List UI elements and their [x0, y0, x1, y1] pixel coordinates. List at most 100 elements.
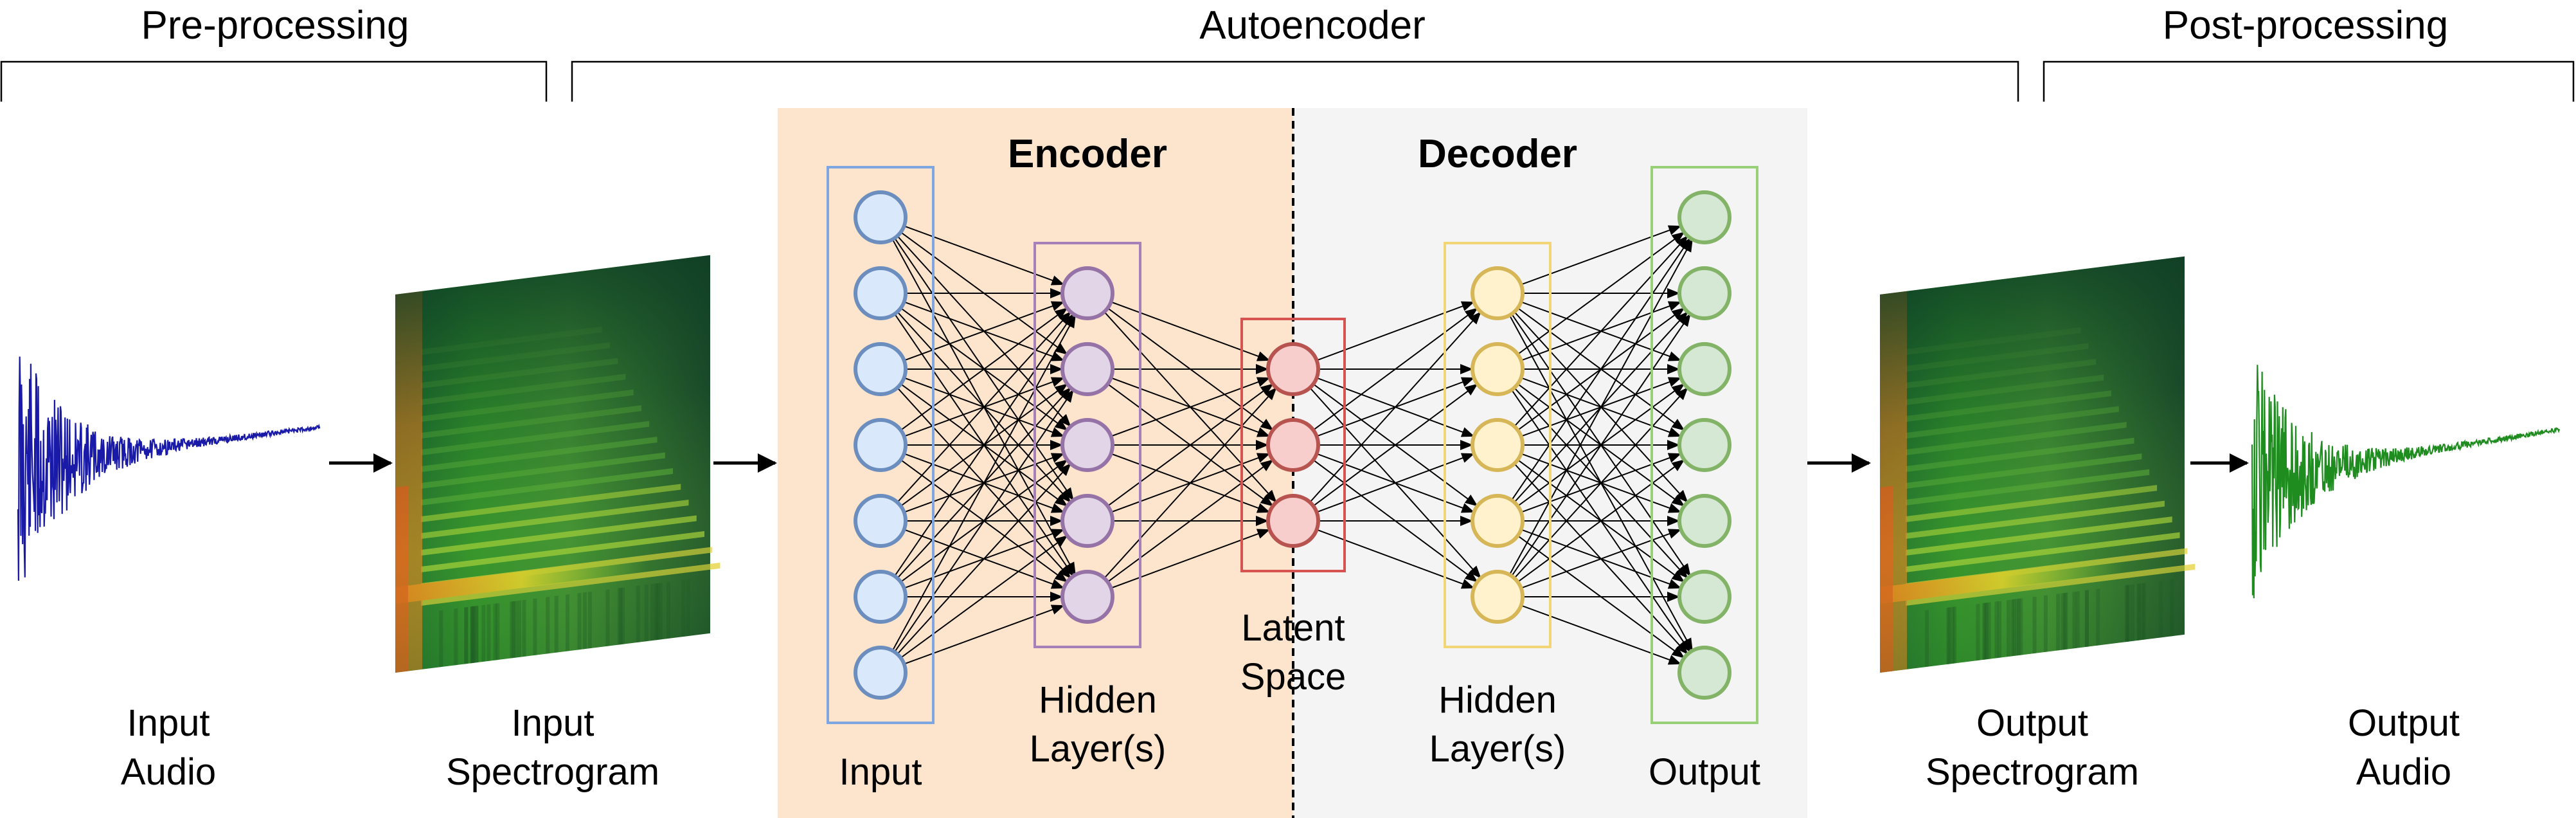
label-hidden-encoder: Hidden Layer(s) — [1030, 679, 1167, 770]
neuron-node — [1266, 418, 1320, 472]
svg-text:Spectrogram: Spectrogram — [1926, 751, 2139, 793]
neuron-node — [1060, 494, 1114, 548]
neuron-node — [1677, 342, 1731, 396]
latent-layer-box — [1240, 318, 1346, 572]
connection-line — [897, 463, 1071, 655]
bracket-pre-processing — [0, 60, 548, 102]
neuron-node — [854, 646, 908, 700]
label-input-layer: Input — [839, 751, 922, 793]
connection-line — [904, 604, 1065, 665]
neuron-node — [1677, 570, 1731, 624]
connection-line — [1511, 237, 1691, 501]
svg-text:Output: Output — [2348, 702, 2460, 744]
label-latent-space: Latent Space — [1240, 607, 1346, 698]
connection-line — [1514, 387, 1688, 579]
neuron-node — [854, 190, 908, 244]
latent-layer — [1240, 318, 1346, 572]
label-input-audio: Input Audio — [121, 702, 216, 793]
neuron-node — [1677, 190, 1731, 244]
output-layer-box — [1650, 166, 1758, 724]
neuron-node — [1471, 570, 1525, 624]
svg-text:Audio: Audio — [2356, 751, 2451, 793]
section-title-post: Post-processing — [2163, 3, 2449, 48]
connection-line — [1521, 529, 1682, 589]
connection-line — [1309, 311, 1481, 503]
neuron-node — [1471, 494, 1525, 548]
bracket-post-processing — [2043, 60, 2575, 102]
connection-line — [894, 313, 1074, 577]
section-title-autoencoder: Autoencoder — [1199, 3, 1426, 48]
connection-line — [1316, 529, 1475, 589]
label-hidden-decoder: Hidden Layer(s) — [1429, 679, 1566, 770]
connection-line — [1517, 232, 1685, 355]
input-layer — [827, 166, 935, 724]
neuron-node — [854, 494, 908, 548]
neuron-node — [1266, 342, 1320, 396]
neuron-node — [1677, 646, 1731, 700]
connection-line — [891, 314, 1076, 651]
hidden-layer-encoder — [1033, 242, 1141, 648]
neuron-node — [854, 342, 908, 396]
connection-line — [900, 307, 1068, 431]
input-waveform — [17, 356, 321, 581]
neuron-node — [1060, 266, 1114, 320]
connection-line — [894, 389, 1074, 653]
neuron-node — [1060, 342, 1114, 396]
connection-line — [1312, 307, 1478, 431]
svg-text:Output: Output — [1976, 702, 2088, 744]
svg-text:Layer(s): Layer(s) — [1030, 728, 1167, 770]
neuron-node — [1677, 266, 1731, 320]
label-output-spectrogram: Output Spectrogram — [1926, 702, 2139, 793]
network-connections — [891, 225, 1693, 665]
svg-text:Hidden: Hidden — [1438, 679, 1557, 721]
network-layers — [827, 166, 1758, 724]
section-title-pre: Pre-processing — [141, 3, 409, 48]
connection-line — [1107, 383, 1274, 507]
connection-line — [904, 301, 1065, 361]
neuron-node — [1677, 494, 1731, 548]
connection-line — [1316, 301, 1475, 361]
label-input-spectrogram: Input Spectrogram — [446, 702, 659, 793]
encoder-title: Encoder — [1008, 132, 1167, 176]
output-spectrogram-image — [1880, 256, 2196, 673]
hidden-layer-decoder — [1444, 242, 1552, 648]
output-layer — [1650, 166, 1758, 724]
svg-text:Layer(s): Layer(s) — [1429, 728, 1566, 770]
neuron-node — [1471, 266, 1525, 320]
neuron-node — [1471, 418, 1525, 472]
connection-line — [1517, 459, 1685, 583]
svg-text:Spectrogram: Spectrogram — [446, 751, 659, 793]
svg-text:Latent: Latent — [1241, 607, 1345, 649]
connection-line — [897, 311, 1071, 503]
label-output-audio: Output Audio — [2348, 702, 2460, 793]
neuron-node — [1266, 494, 1320, 548]
connection-line — [904, 225, 1065, 286]
connection-line — [1514, 235, 1688, 427]
connection-line — [900, 535, 1068, 659]
neuron-node — [1060, 570, 1114, 624]
input-spectrogram-image — [395, 255, 720, 673]
connection-line — [1511, 313, 1691, 577]
connection-line — [1521, 225, 1682, 286]
svg-text:Audio: Audio — [121, 751, 216, 793]
svg-text:Hidden: Hidden — [1039, 679, 1157, 721]
neuron-node — [1677, 418, 1731, 472]
connection-line — [1508, 239, 1693, 576]
connection-line — [1316, 453, 1475, 513]
output-waveform — [2251, 365, 2561, 599]
svg-text:Input: Input — [127, 702, 210, 744]
hidden-layer-encoder-box — [1033, 242, 1141, 648]
neuron-node — [854, 418, 908, 472]
connection-line — [1312, 383, 1478, 507]
neuron-node — [1060, 418, 1114, 472]
neuron-node — [854, 266, 908, 320]
connection-line — [1104, 387, 1277, 579]
label-output-layer: Output — [1649, 751, 1760, 793]
bracket-autoencoder — [571, 60, 2019, 102]
connection-line — [1107, 459, 1274, 583]
section-brackets — [0, 60, 2575, 102]
svg-text:Space: Space — [1240, 656, 1346, 698]
decoder-title: Decoder — [1418, 132, 1577, 176]
input-layer-box — [827, 166, 935, 724]
